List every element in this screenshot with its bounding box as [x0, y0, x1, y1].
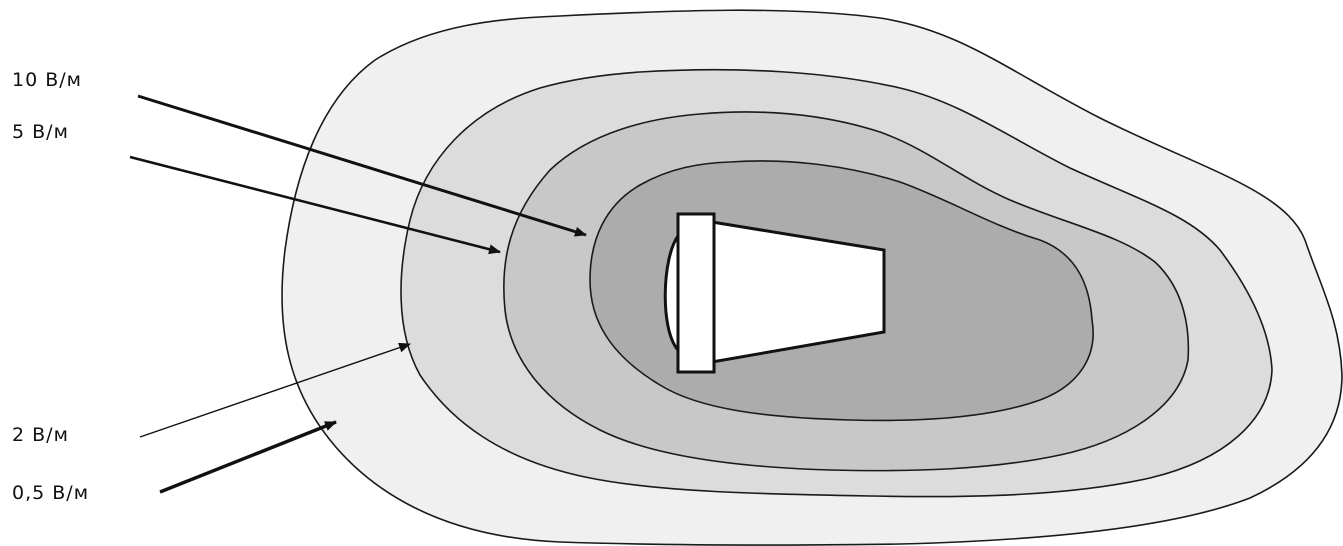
emitter-flange — [678, 214, 714, 372]
label-2-vm: 2 В/м — [12, 424, 69, 446]
label-0-5-vm: 0,5 В/м — [12, 482, 89, 504]
label-10-vm: 10 В/м — [12, 69, 82, 91]
label-5-vm: 5 В/м — [12, 121, 69, 143]
pointer-arrow-0-5-vm — [160, 422, 336, 492]
